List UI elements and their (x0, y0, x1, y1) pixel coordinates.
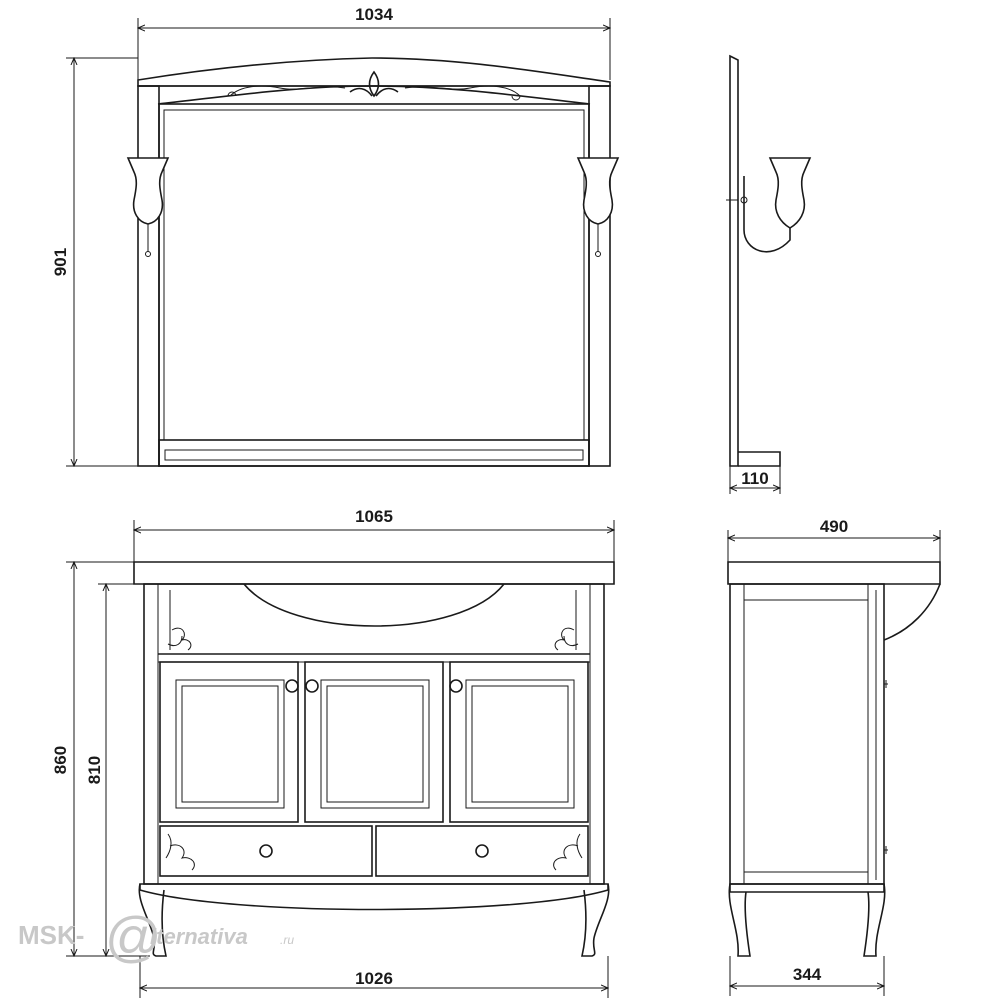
dim-vanity-base-depth: 344 (793, 965, 822, 984)
ornament-right (404, 85, 521, 101)
drawer-ornament-left (165, 833, 195, 871)
door-knob-3 (449, 679, 463, 693)
drawer-knob-1 (259, 844, 273, 858)
dim-vanity-top-width: 1065 (355, 507, 393, 526)
door-knob-2 (305, 679, 319, 693)
watermark-suffix: .ru (280, 933, 294, 947)
dim-mirror-height: 901 (51, 248, 70, 276)
dim-mirror-width: 1034 (355, 5, 393, 24)
door-knob-1 (285, 679, 299, 693)
dim-vanity-body-height: 810 (85, 756, 104, 784)
sconce-left (126, 157, 170, 257)
watermark: MSK- @ lternativa .ru (18, 905, 294, 968)
vanity-side-view (728, 530, 940, 996)
dim-vanity-height: 860 (51, 746, 70, 774)
shelf-ornament-right (554, 590, 579, 651)
watermark-at: @ (104, 905, 161, 968)
watermark-brand: MSK- (18, 920, 84, 950)
shelf-ornament-left (167, 590, 192, 651)
drawer-ornament-right (553, 833, 583, 871)
ornament-center (349, 70, 399, 98)
dim-vanity-depth-top: 490 (820, 517, 848, 536)
watermark-rest: lternativa (150, 924, 248, 949)
dim-vanity-base-width: 1026 (355, 969, 393, 988)
ornament-left (227, 85, 346, 97)
mirror-front-view (66, 18, 620, 466)
vanity-front-view (66, 520, 614, 998)
mirror-side-view (726, 54, 812, 494)
drawer-knob-2 (475, 844, 489, 858)
sconce-right (576, 157, 620, 257)
dim-mirror-depth: 110 (741, 469, 768, 488)
